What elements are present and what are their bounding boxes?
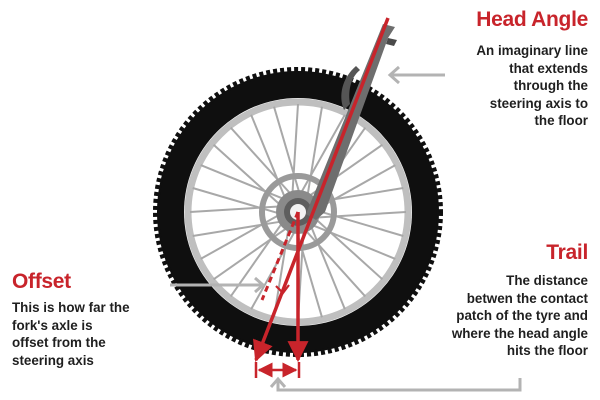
offset-description: This is how far the fork's axle is offse… — [12, 299, 182, 369]
offset-desc-line: This is how far the — [12, 300, 130, 315]
offset-desc-line: fork's axle is — [12, 317, 93, 333]
head-angle-desc-line: An imaginary line — [476, 43, 588, 58]
offset-dashed-line — [260, 211, 300, 301]
trail-title: Trail — [546, 241, 588, 264]
trail-desc-line: betwen the contact — [466, 290, 588, 306]
offset-desc-line: steering axis — [12, 352, 94, 368]
trail-label-group: Trail The distance betwen the contact pa… — [388, 241, 588, 360]
trail-pointer-head — [269, 376, 287, 388]
offset-title: Offset — [12, 270, 71, 293]
offset-pointer-head — [254, 276, 266, 294]
pointer-arrows — [170, 65, 522, 392]
trail-pointer-arrow — [276, 378, 522, 392]
right-angle-marker — [275, 284, 290, 295]
trail-desc-line: patch of the tyre and — [456, 308, 588, 323]
trail-desc-line: where the head angle — [451, 325, 588, 341]
head-angle-desc-line: steering axis to — [489, 95, 588, 111]
trail-desc-line: The distance — [506, 273, 588, 288]
offset-label-group: Offset This is how far the fork's axle i… — [12, 270, 182, 369]
trail-description: The distance betwen the contact patch of… — [388, 272, 588, 360]
head-angle-desc-line: that extends — [509, 60, 588, 76]
trail-measurement — [254, 362, 301, 378]
tyre-tread — [153, 67, 443, 357]
trail-desc-line: hits the floor — [506, 343, 588, 358]
head-angle-desc-line: the floor — [534, 113, 588, 128]
head-angle-desc-line: through the — [513, 78, 588, 93]
head-angle-title: Head Angle — [476, 8, 588, 31]
head-angle-pointer-head — [387, 65, 400, 85]
head-angle-label-group: Head Angle An imaginary line that extend… — [358, 8, 588, 130]
steering-axis-line — [253, 17, 390, 362]
head-angle-description: An imaginary line that extends through t… — [358, 42, 588, 130]
offset-desc-line: offset from the — [12, 335, 106, 350]
